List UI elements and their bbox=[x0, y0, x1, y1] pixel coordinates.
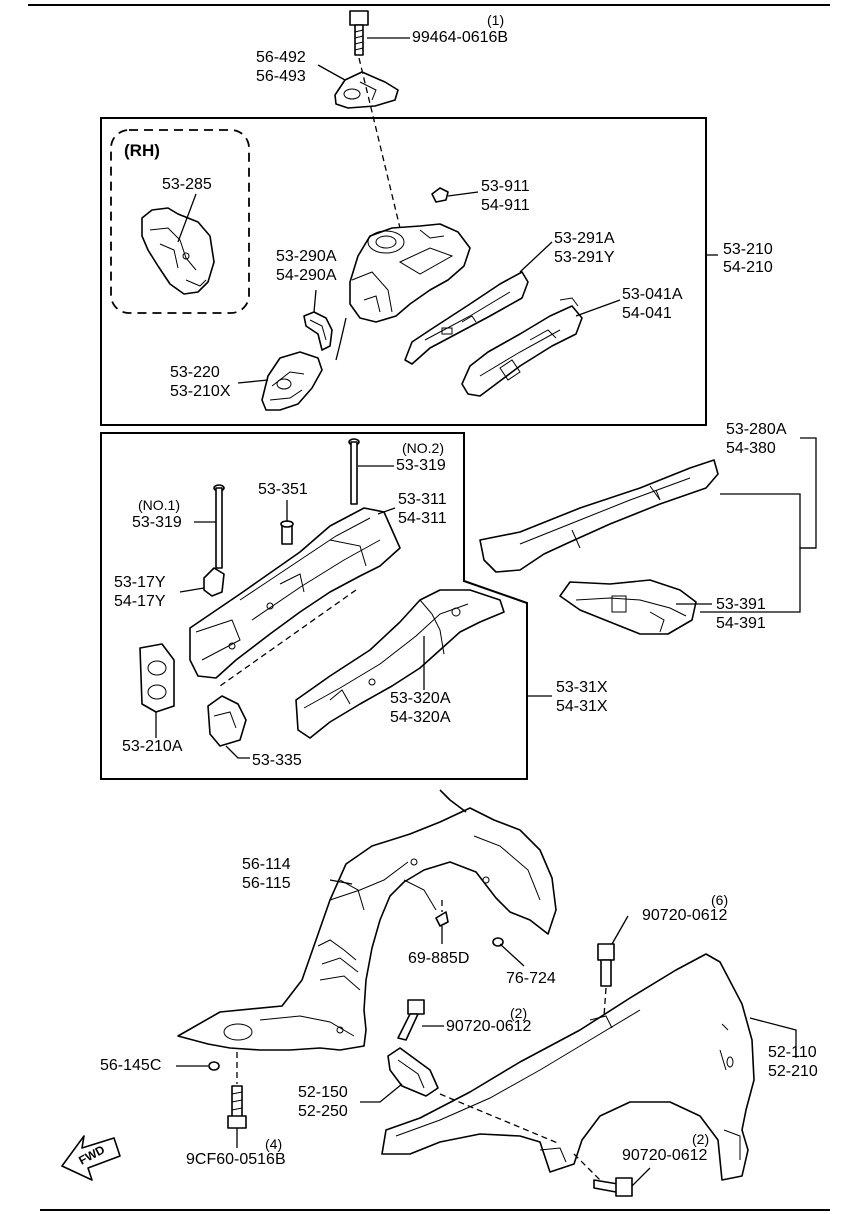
apron-main bbox=[335, 223, 471, 361]
label-53-391: 53-391 bbox=[716, 596, 766, 613]
bracket-53-290a bbox=[303, 311, 333, 351]
rail-53-391 bbox=[559, 579, 697, 635]
label-53-911: 53-911 bbox=[481, 178, 530, 195]
label-54-041: 54-041 bbox=[622, 305, 672, 322]
label-53-291y: 53-291Y bbox=[554, 249, 615, 266]
bolt-90720-2b bbox=[593, 1177, 633, 1197]
label-bolt2b-pn: 90720-0612 bbox=[622, 1147, 708, 1164]
label-54-210: 54-210 bbox=[723, 259, 773, 276]
label-76-724: 76-724 bbox=[506, 970, 556, 987]
label-bolt6-pn: 90720-0612 bbox=[642, 907, 728, 924]
plate-53-210a bbox=[139, 643, 175, 713]
label-54-911: 54-911 bbox=[481, 197, 530, 214]
clip-69-885d bbox=[435, 911, 449, 927]
label-53-335: 53-335 bbox=[252, 752, 302, 769]
box-frame-assembly bbox=[100, 432, 528, 780]
label-53-17y: 53-17Y bbox=[114, 574, 166, 591]
bracket-53-17y bbox=[203, 567, 225, 597]
rh-part-53-285 bbox=[141, 207, 215, 295]
bolt-90720-2a bbox=[397, 999, 425, 1041]
label-rh: (RH) bbox=[124, 141, 160, 160]
label-bolt2a-pn: 90720-0612 bbox=[446, 1018, 532, 1035]
bracket-52-150 bbox=[387, 1047, 439, 1097]
label-bolt-top-pn: 99464-0616B bbox=[412, 29, 509, 46]
label-69-885d: 69-885D bbox=[408, 950, 470, 967]
clip-53-911 bbox=[431, 187, 449, 203]
frame-53-320a bbox=[295, 589, 505, 739]
label-56-114: 56-114 bbox=[242, 856, 291, 873]
label-bolt4-qty: (4) bbox=[265, 1136, 283, 1152]
label-no1: (NO.1) bbox=[138, 497, 180, 513]
label-53-285: 53-285 bbox=[162, 176, 212, 193]
rail-53-280a bbox=[479, 459, 719, 573]
inner-fender-56-114 bbox=[177, 789, 557, 1051]
label-52-110: 52-110 bbox=[768, 1044, 817, 1061]
label-53-319-no2: 53-319 bbox=[396, 457, 446, 474]
label-53-210: 53-210 bbox=[723, 241, 773, 258]
stud-53-351 bbox=[280, 520, 294, 545]
bolt-9cf60 bbox=[227, 1085, 247, 1129]
label-56-145c: 56-145C bbox=[100, 1057, 162, 1074]
label-54-17y: 54-17Y bbox=[114, 593, 166, 610]
label-53-210a: 53-210A bbox=[122, 738, 183, 755]
label-52-210: 52-210 bbox=[768, 1063, 818, 1080]
label-53-320a: 53-320A bbox=[390, 690, 451, 707]
member-53-041a bbox=[461, 297, 583, 397]
rh-inset bbox=[110, 129, 250, 314]
label-56-493: 56-493 bbox=[256, 68, 306, 85]
label-bolt2b-qty: (2) bbox=[692, 1131, 710, 1147]
bolt-top bbox=[349, 10, 369, 56]
label-54-31x: 54-31X bbox=[556, 698, 608, 715]
clip-56-145c bbox=[208, 1061, 220, 1071]
label-no2: (NO.2) bbox=[402, 440, 444, 456]
label-bolt-top-qty: (1) bbox=[487, 12, 505, 28]
box-apron-assembly bbox=[100, 117, 707, 426]
fender-52-110 bbox=[381, 953, 755, 1181]
label-53-280a: 53-280A bbox=[726, 421, 787, 438]
label-53-291a: 53-291A bbox=[554, 230, 615, 247]
label-54-320a: 54-320A bbox=[390, 709, 451, 726]
label-56-492: 56-492 bbox=[256, 49, 306, 66]
label-52-250: 52-250 bbox=[298, 1103, 348, 1120]
fwd-arrow bbox=[61, 1135, 121, 1181]
label-bolt2a-qty: (2) bbox=[510, 1005, 528, 1021]
bracket-53-335 bbox=[207, 695, 247, 747]
bolt-no1 bbox=[213, 484, 225, 569]
frame-53-311 bbox=[189, 507, 401, 679]
label-53-319-no1: 53-319 bbox=[132, 514, 182, 531]
label-53-31x: 53-31X bbox=[556, 679, 608, 696]
label-56-115: 56-115 bbox=[242, 875, 291, 892]
brace-53-291a bbox=[404, 271, 529, 365]
label-bolt6-qty: (6) bbox=[711, 892, 729, 908]
bolt-no2 bbox=[348, 438, 360, 505]
label-bolt4-pn: 9CF60-0516B bbox=[186, 1151, 286, 1168]
label-54-290a: 54-290A bbox=[276, 267, 337, 284]
label-54-380: 54-380 bbox=[726, 440, 776, 457]
label-54-391: 54-391 bbox=[716, 615, 766, 632]
label-53-311: 53-311 bbox=[398, 491, 447, 508]
label-54-311: 54-311 bbox=[398, 510, 447, 527]
label-53-351: 53-351 bbox=[258, 481, 308, 498]
label-53-210x: 53-210X bbox=[170, 383, 231, 400]
label-53-290a: 53-290A bbox=[276, 248, 337, 265]
label-53-041a: 53-041A bbox=[622, 286, 683, 303]
bolt-90720-6 bbox=[597, 943, 615, 987]
label-53-220: 53-220 bbox=[170, 364, 220, 381]
part-53-220 bbox=[261, 351, 323, 411]
label-52-150: 52-150 bbox=[298, 1084, 348, 1101]
